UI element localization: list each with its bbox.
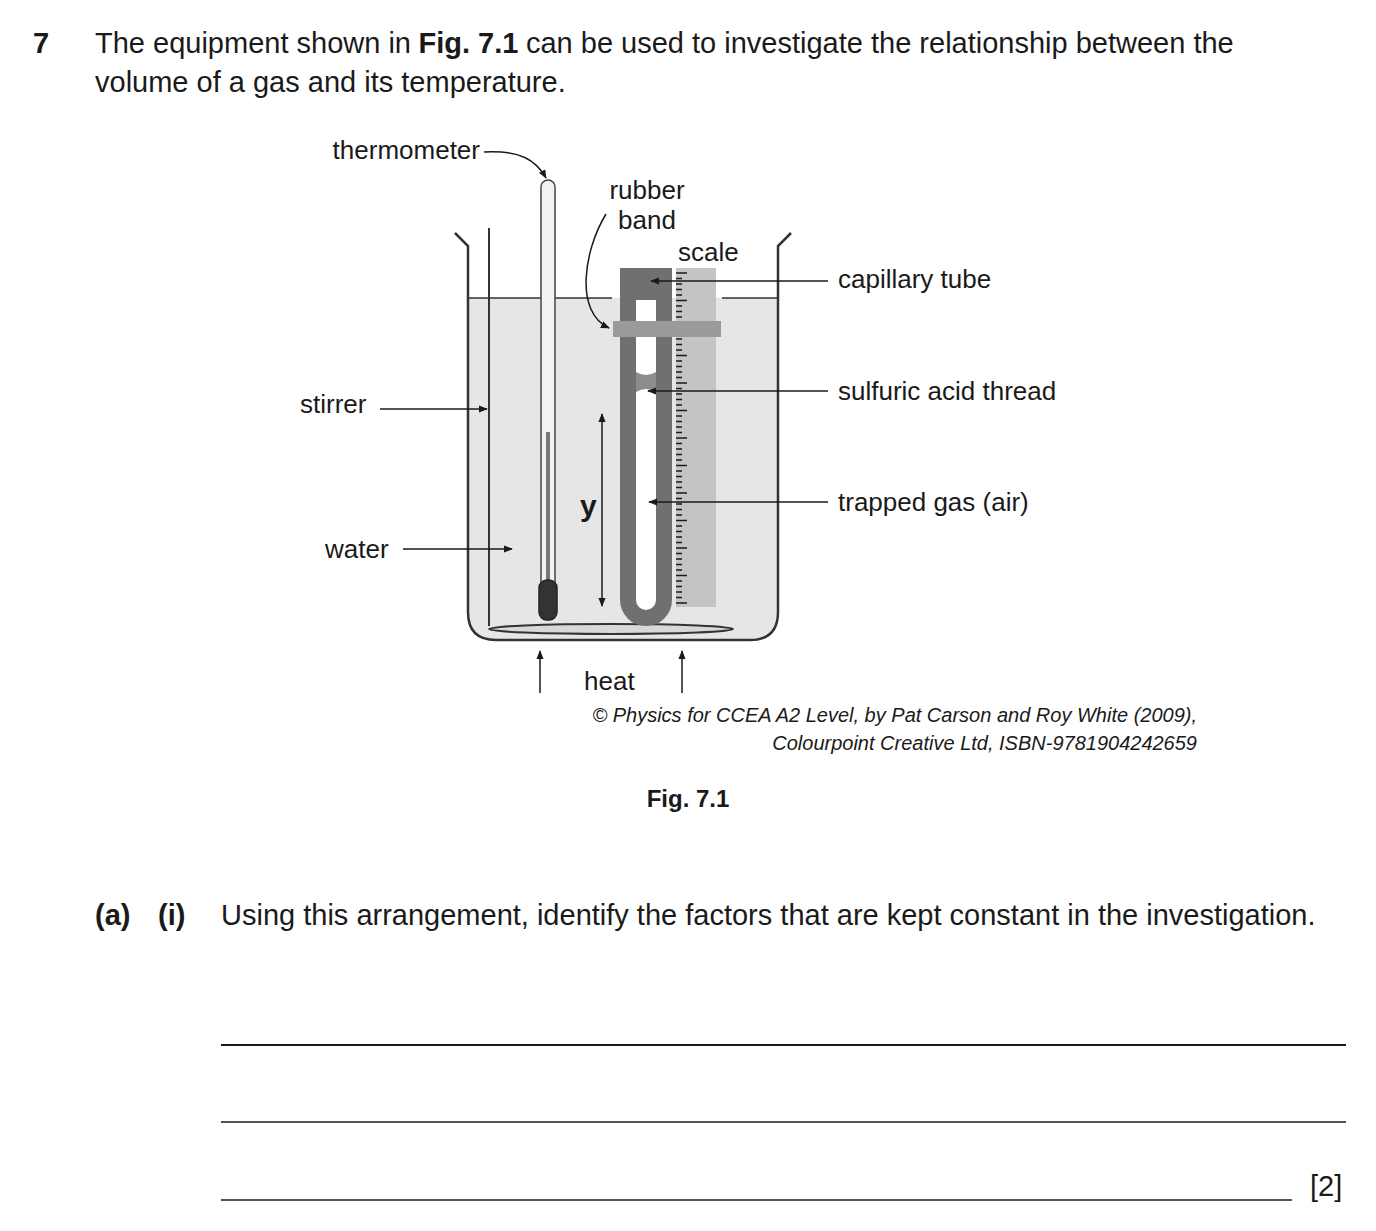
part-label: trapped gas (air): [838, 487, 1029, 517]
question-text: The equipment shown in: [95, 27, 411, 59]
part-label: sulfuric acid thread: [838, 376, 1056, 406]
copyright-note: © Physics for CCEA A2 Level, by Pat Cars…: [592, 704, 1197, 727]
question-text: Using this arrangement, identify the fac…: [221, 899, 1316, 931]
thermometer-column: [546, 432, 550, 584]
mark-allocation: [2]: [1310, 1170, 1342, 1203]
copyright-note: Colourpoint Creative Ltd, ISBN-978190424…: [772, 732, 1197, 755]
beaker: [455, 233, 791, 640]
dimension-arrow: [601, 414, 603, 606]
leader-line: [648, 390, 828, 392]
part-number: (a): [95, 896, 130, 934]
answer-line: [221, 1121, 1346, 1122]
heat-arrow: [539, 651, 541, 693]
leader-line: [484, 152, 546, 178]
rubber-band: [613, 321, 721, 337]
scale: [676, 268, 716, 607]
capillary-bore: [636, 300, 656, 610]
part-label: heat: [584, 666, 635, 696]
leader-line: [586, 214, 609, 328]
question-stem: The equipment shown inFig. 7.1can be use…: [95, 24, 1285, 102]
part-label: thermometer: [333, 135, 480, 165]
leader-line: [403, 548, 512, 550]
part-label: rubber band: [587, 175, 707, 235]
part-label: stirrer: [300, 389, 366, 419]
leader-line: [649, 501, 828, 503]
acid-thread: [636, 372, 656, 392]
dimension-label: y: [580, 488, 597, 523]
thermometer-stem: [541, 180, 555, 592]
figure-caption: Fig. 7.1: [538, 785, 838, 813]
question-part: Using this arrangement, identify the fac…: [221, 896, 1351, 934]
stirrer-loop: [489, 624, 733, 634]
part-number: (i): [158, 896, 185, 934]
answer-line: [221, 1199, 1292, 1200]
thermometer-bulb: [539, 580, 557, 620]
stirrer-rod: [488, 228, 490, 626]
answer-line: [221, 1044, 1346, 1046]
leader-line: [651, 280, 828, 282]
leader-line: [380, 408, 487, 410]
question-number: 7: [33, 24, 49, 63]
heat-arrow: [681, 651, 683, 693]
part-label: capillary tube: [838, 264, 991, 294]
part-label: water: [325, 534, 389, 564]
figure-reference: Fig. 7.1: [419, 27, 519, 59]
part-label: scale: [678, 237, 739, 267]
